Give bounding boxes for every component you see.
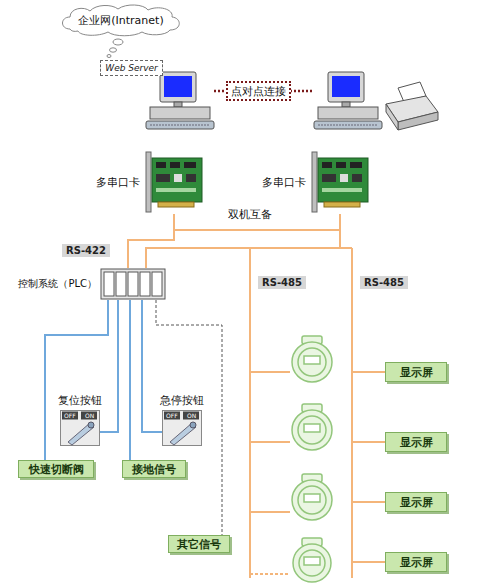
node-shape bbox=[310, 150, 370, 214]
serial-card: 多串口卡 bbox=[262, 150, 370, 214]
connector bbox=[100, 300, 118, 432]
node-text: Web Server bbox=[105, 63, 158, 73]
computer-icon bbox=[146, 72, 214, 129]
network-cloud: 企业网(Intranet) bbox=[58, 3, 184, 37]
cloud-bubble bbox=[107, 55, 111, 58]
link-line bbox=[290, 90, 314, 93]
edge-label: 双机互备 bbox=[226, 207, 274, 222]
node-text: 点对点连接 bbox=[231, 84, 286, 99]
node-text: 显示屏 bbox=[400, 555, 433, 570]
node-text: 快速切断阀 bbox=[29, 462, 84, 477]
signal-box: 显示屏 bbox=[385, 362, 447, 382]
link-box: 点对点连接 bbox=[226, 81, 291, 101]
bus-label: RS-422 bbox=[62, 244, 110, 257]
serial-card-icon bbox=[310, 150, 370, 214]
computer-icon bbox=[314, 72, 382, 129]
serial-card-icon bbox=[144, 150, 204, 214]
connector bbox=[156, 300, 222, 535]
connector bbox=[146, 214, 340, 268]
node-shape bbox=[100, 268, 166, 300]
node-text: 急停按钮 bbox=[160, 393, 204, 408]
rs485-bus bbox=[250, 248, 385, 578]
node-shape bbox=[144, 150, 204, 214]
node-text: 企业网(Intranet) bbox=[78, 13, 163, 28]
link-line bbox=[214, 90, 226, 93]
connector bbox=[129, 300, 131, 460]
switch-label: OFF bbox=[166, 412, 178, 420]
node-text: 其它信号 bbox=[177, 537, 221, 552]
switch-label: OFF bbox=[64, 412, 76, 420]
switch-label: ON bbox=[187, 412, 196, 420]
signal-box: 其它信号 bbox=[168, 535, 230, 553]
signal-box: 快速切断阀 bbox=[18, 460, 94, 478]
switch-label: ON bbox=[85, 412, 94, 420]
push-button: 复位按钮 bbox=[50, 393, 110, 446]
signal-box: 显示屏 bbox=[385, 432, 447, 452]
bus-label: RS-485 bbox=[258, 276, 306, 289]
cloud-bubble bbox=[113, 39, 123, 45]
connector bbox=[142, 300, 162, 432]
signal-box: 显示屏 bbox=[385, 552, 447, 572]
node-text: 多串口卡 bbox=[262, 175, 306, 190]
server-box: Web Server bbox=[100, 60, 163, 76]
node-text: 多串口卡 bbox=[96, 175, 140, 190]
plc-unit: 控制系统（PLC） bbox=[18, 268, 166, 300]
node-text: 显示屏 bbox=[400, 365, 433, 380]
node-text: 复位按钮 bbox=[58, 393, 102, 408]
node-text: 显示屏 bbox=[400, 435, 433, 450]
node-text: 显示屏 bbox=[400, 495, 433, 510]
connector bbox=[45, 300, 108, 460]
cloud-bubble bbox=[110, 48, 117, 52]
plc-rack-icon bbox=[100, 268, 166, 300]
printer-icon bbox=[386, 82, 438, 130]
node-text: 控制系统（PLC） bbox=[18, 277, 97, 291]
bus-label: RS-485 bbox=[360, 276, 408, 289]
signal-box: 显示屏 bbox=[385, 492, 447, 512]
instrument-icon bbox=[292, 336, 332, 582]
push-button: 急停按钮 bbox=[152, 393, 212, 446]
node-text: 接地信号 bbox=[132, 462, 176, 477]
connector bbox=[128, 214, 174, 268]
serial-card: 多串口卡 bbox=[96, 150, 204, 214]
signal-box: 接地信号 bbox=[122, 460, 186, 478]
